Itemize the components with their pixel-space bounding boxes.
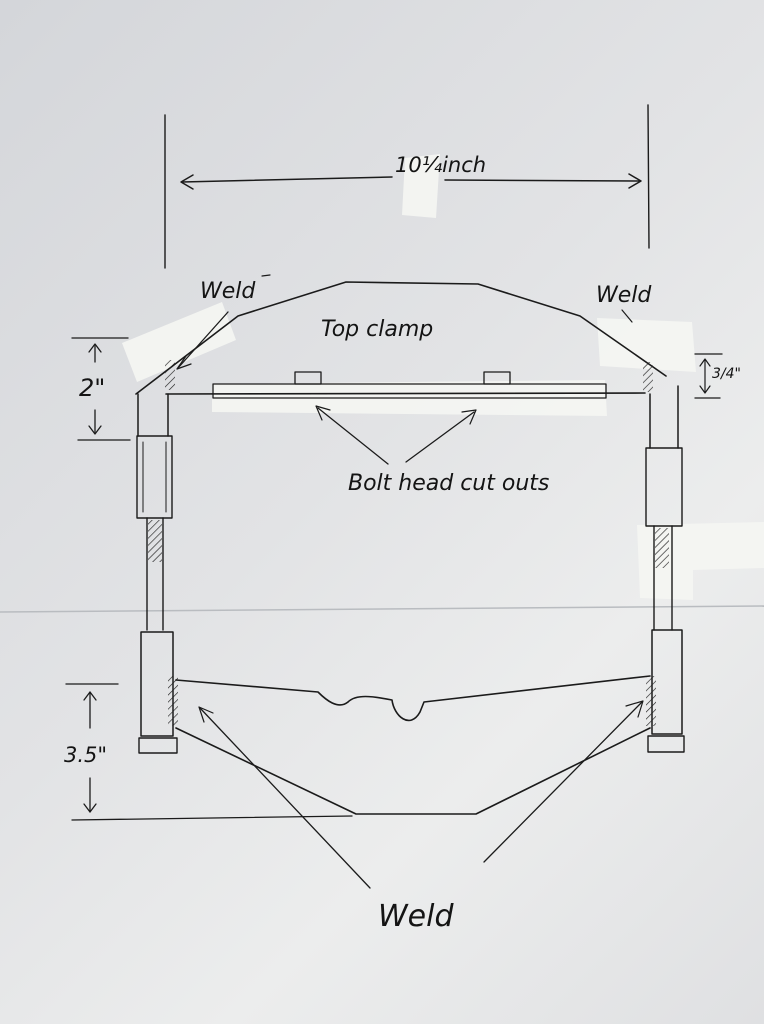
- dim-bottom: 3.5": [64, 683, 353, 821]
- bolt-cutout-right: [483, 371, 511, 385]
- tape-right: [597, 318, 696, 372]
- weld-bottom-label: Weld: [378, 899, 454, 934]
- right-upright: [643, 362, 685, 753]
- bolt-cutout-left: [294, 371, 322, 385]
- paper-fold: [0, 605, 764, 613]
- bolt-head-callout: Bolt head cut outs: [315, 405, 549, 496]
- weld-bottom-callout: Weld: [198, 700, 644, 934]
- dim-left-label: 2": [79, 374, 105, 402]
- weld-top-left: Weld: [176, 274, 271, 370]
- dim-left-upright: 2": [71, 337, 131, 441]
- svg-text:Weld: Weld: [596, 283, 652, 308]
- bolt-head-label: Bolt head cut outs: [348, 471, 549, 496]
- dim-bottom-label: 3.5": [64, 743, 107, 767]
- svg-text:Weld: Weld: [200, 279, 256, 304]
- dim-right-label: 3/4": [712, 366, 741, 382]
- dim-right-offset: 3/4": [694, 353, 741, 399]
- left-bolt-head: [138, 737, 178, 754]
- tape-top: [402, 154, 440, 218]
- width-dim-label: 10¼inch: [395, 153, 486, 177]
- left-upright: [136, 360, 178, 754]
- top-clamp: Top clamp: [135, 281, 667, 399]
- top-clamp-label: Top clamp: [321, 317, 433, 342]
- right-bolt-head: [647, 735, 685, 753]
- bottom-clamp: [175, 675, 651, 815]
- tape-left: [122, 302, 236, 382]
- width-dimension: 10¼inch: [164, 104, 650, 269]
- weld-top-right: Weld: [596, 283, 652, 323]
